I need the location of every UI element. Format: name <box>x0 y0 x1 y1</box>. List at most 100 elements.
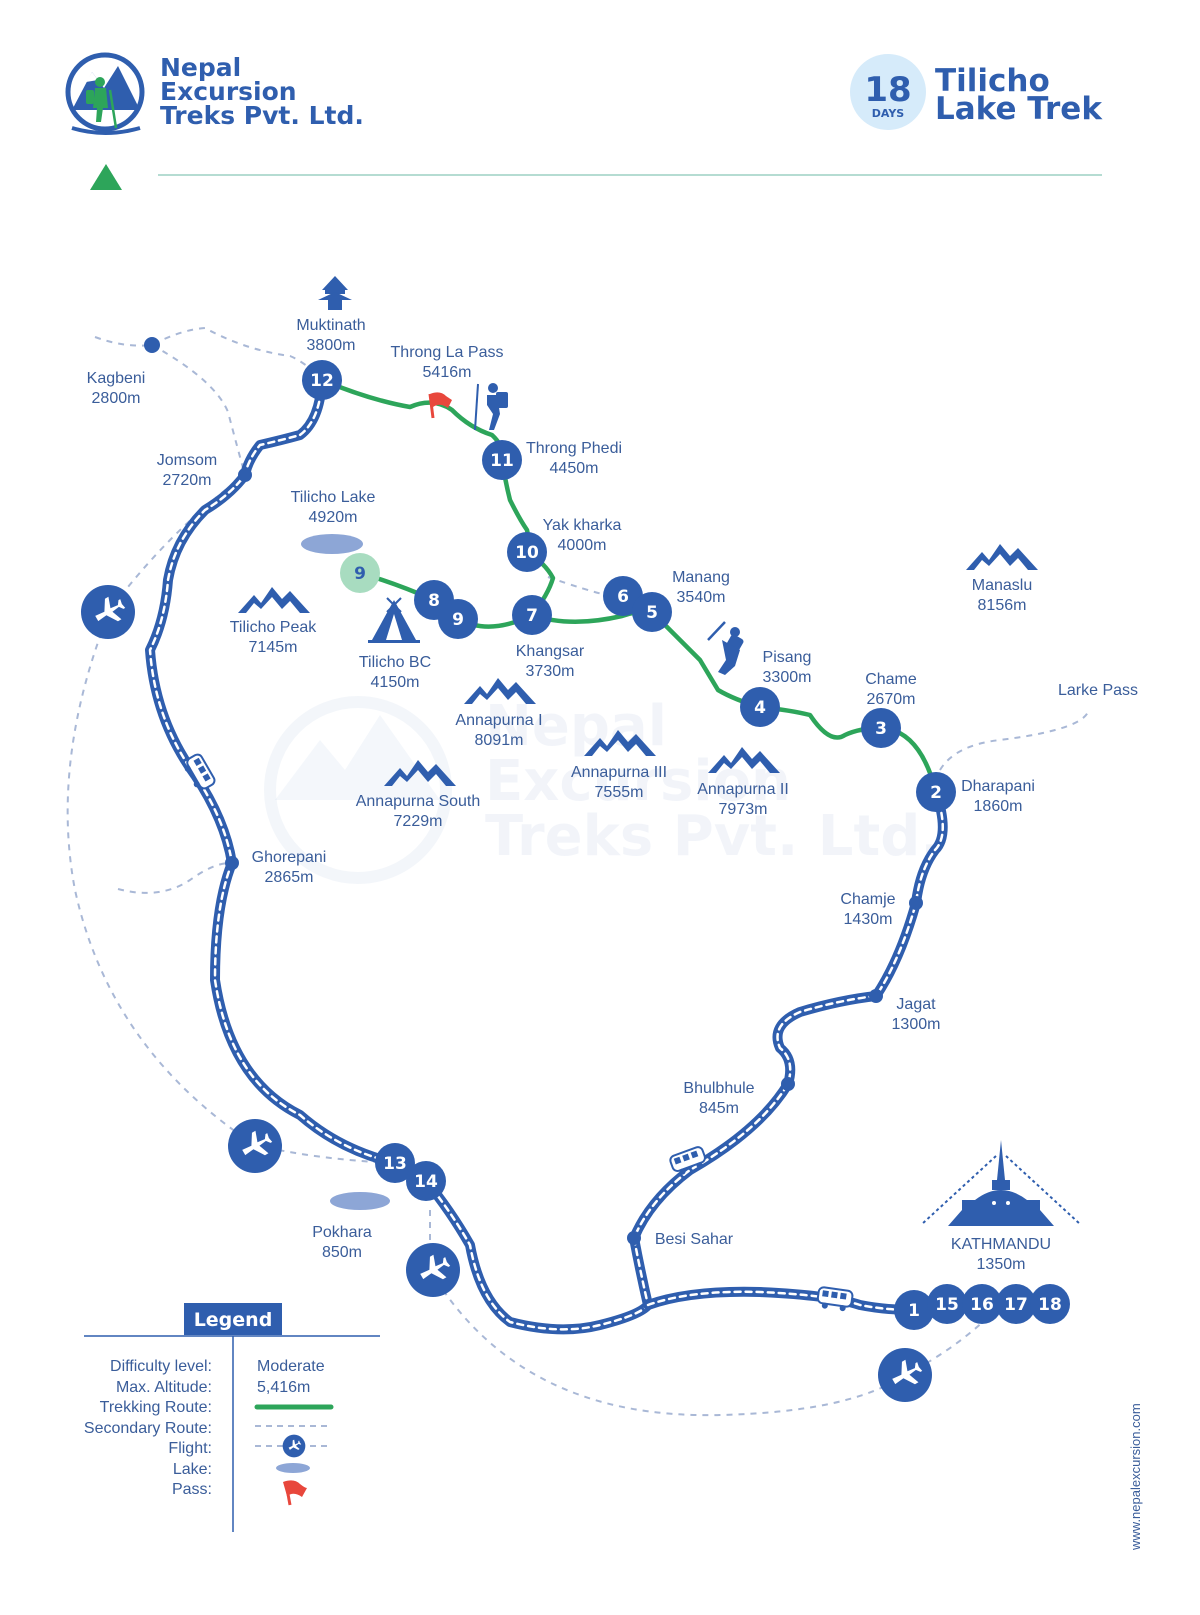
stop-label: 8 <box>428 591 440 611</box>
days-number: 18 <box>864 70 911 110</box>
stop-label: 6 <box>617 587 629 607</box>
legend-flight-key: Flight: <box>168 1440 212 1457</box>
place-name: Khangsar <box>516 643 585 660</box>
place-labels: Muktinath 3800m Throng La Pass 5416m Kag… <box>87 317 1138 1273</box>
place-name: Larke Pass <box>1058 682 1138 699</box>
pass-flag-icon <box>428 392 452 419</box>
stop-label: 7 <box>526 606 538 626</box>
bus-icon-3 <box>815 1285 855 1314</box>
place-name: Jomsom <box>157 452 217 469</box>
stop-marker: 3 <box>861 708 901 748</box>
stop-marker: 1 <box>894 1290 934 1330</box>
legend-pass-flag-icon <box>283 1480 307 1506</box>
place-altitude: 2670m <box>867 691 916 708</box>
stop-label: 1 <box>908 1301 920 1321</box>
stop-label: 2 <box>930 783 942 803</box>
stop-label: 14 <box>414 1172 438 1192</box>
stop-label: 9 <box>452 610 464 630</box>
place-altitude: 7555m <box>595 784 644 801</box>
north-arrow-icon <box>90 164 122 190</box>
place-name: Muktinath <box>296 317 365 334</box>
legend-title: Legend <box>194 1309 273 1331</box>
place-name: Annapurna I <box>455 712 542 729</box>
pokhara-lake-icon <box>330 1192 390 1210</box>
place-altitude: 1350m <box>977 1256 1026 1273</box>
watermark-line3: Treks Pvt. Ltd. <box>485 804 942 869</box>
stop-marker: 17 <box>996 1284 1036 1324</box>
legend-flight-icon <box>282 1434 306 1458</box>
legend-difficulty-value: Moderate <box>257 1358 325 1375</box>
place-name: Pisang <box>763 649 812 666</box>
place-name: Tilicho Lake <box>291 489 376 506</box>
place-altitude: 4920m <box>309 509 358 526</box>
place-altitude: 3300m <box>763 669 812 686</box>
place-altitude: 3540m <box>677 589 726 606</box>
place-name: Pokhara <box>312 1224 372 1241</box>
stop-label: 3 <box>875 719 887 739</box>
place-name: Ghorepani <box>252 849 327 866</box>
place-name: KATHMANDU <box>951 1236 1051 1253</box>
legend-pass-key: Pass: <box>172 1481 212 1498</box>
place-name: Manaslu <box>972 577 1032 594</box>
stop-label: 16 <box>970 1295 994 1315</box>
legend-title-box <box>184 1303 282 1335</box>
flight-icon-pokhara-2 <box>406 1243 460 1297</box>
tilicho-peak-mountain-icon <box>238 587 310 613</box>
place-altitude: 2865m <box>265 869 314 886</box>
brand-line2: Excursion <box>160 77 297 106</box>
place-altitude: 1430m <box>844 911 893 928</box>
climber-icon <box>707 621 744 675</box>
stop-marker: 18 <box>1030 1284 1070 1324</box>
company-logo-icon <box>65 52 145 135</box>
place-altitude: 1300m <box>892 1016 941 1033</box>
trek-title-line2: Lake Trek <box>935 91 1103 127</box>
stop-marker: 12 <box>302 360 342 400</box>
place-name: Chamje <box>840 891 895 908</box>
stop-label: 17 <box>1004 1295 1028 1315</box>
place-name: Annapurna South <box>356 793 481 810</box>
stop-label: 5 <box>646 603 658 623</box>
place-altitude: 3800m <box>307 337 356 354</box>
place-name: Yak kharka <box>543 517 622 534</box>
stop-label: 13 <box>383 1154 407 1174</box>
stop-label: 9 <box>354 564 366 584</box>
stop-marker: 9 <box>438 599 478 639</box>
tilicho-lake-icon <box>301 534 363 554</box>
place-name: Throng La Pass <box>391 344 504 361</box>
place-altitude: 4450m <box>550 460 599 477</box>
hiker-icon <box>474 383 508 431</box>
days-badge <box>850 54 926 130</box>
legend-lake-key: Lake: <box>173 1461 212 1478</box>
stop-marker: 7 <box>512 595 552 635</box>
stop-marker: 16 <box>962 1284 1002 1324</box>
place-altitude: 7145m <box>249 639 298 656</box>
secondary-routes <box>66 326 1089 1417</box>
stop-marker: 15 <box>927 1284 967 1324</box>
place-altitude: 4150m <box>371 674 420 691</box>
legend: Legend Difficulty level: Moderate Max. A… <box>84 1303 380 1532</box>
waypoints <box>144 337 923 1245</box>
watermark: Nepal Excursion Treks Pvt. Ltd. <box>264 694 942 884</box>
flight-icon-kathmandu <box>878 1348 932 1402</box>
place-altitude: 1860m <box>974 798 1023 815</box>
place-name: Jagat <box>896 996 936 1013</box>
stop-label: 18 <box>1038 1295 1062 1315</box>
days-label: DAYS <box>872 107 905 120</box>
place-name: Besi Sahar <box>655 1231 734 1248</box>
stop-marker: 10 <box>507 532 547 572</box>
stop-marker: 11 <box>482 440 522 480</box>
place-altitude: 8091m <box>475 732 524 749</box>
stop-label: 10 <box>515 543 539 563</box>
brand-line1: Nepal <box>160 53 241 82</box>
place-name: Annapurna III <box>571 764 667 781</box>
place-name: Tilicho BC <box>359 654 431 671</box>
flight-icon-pokhara <box>228 1119 282 1173</box>
place-name: Dharapani <box>961 778 1035 795</box>
stop-label: 4 <box>754 698 766 718</box>
place-name: Manang <box>672 569 730 586</box>
trek-title-line1: Tilicho <box>935 63 1050 99</box>
legend-secondary-key: Secondary Route: <box>84 1420 212 1437</box>
place-altitude: 850m <box>322 1244 362 1261</box>
manaslu-mountain-icon <box>966 544 1038 570</box>
